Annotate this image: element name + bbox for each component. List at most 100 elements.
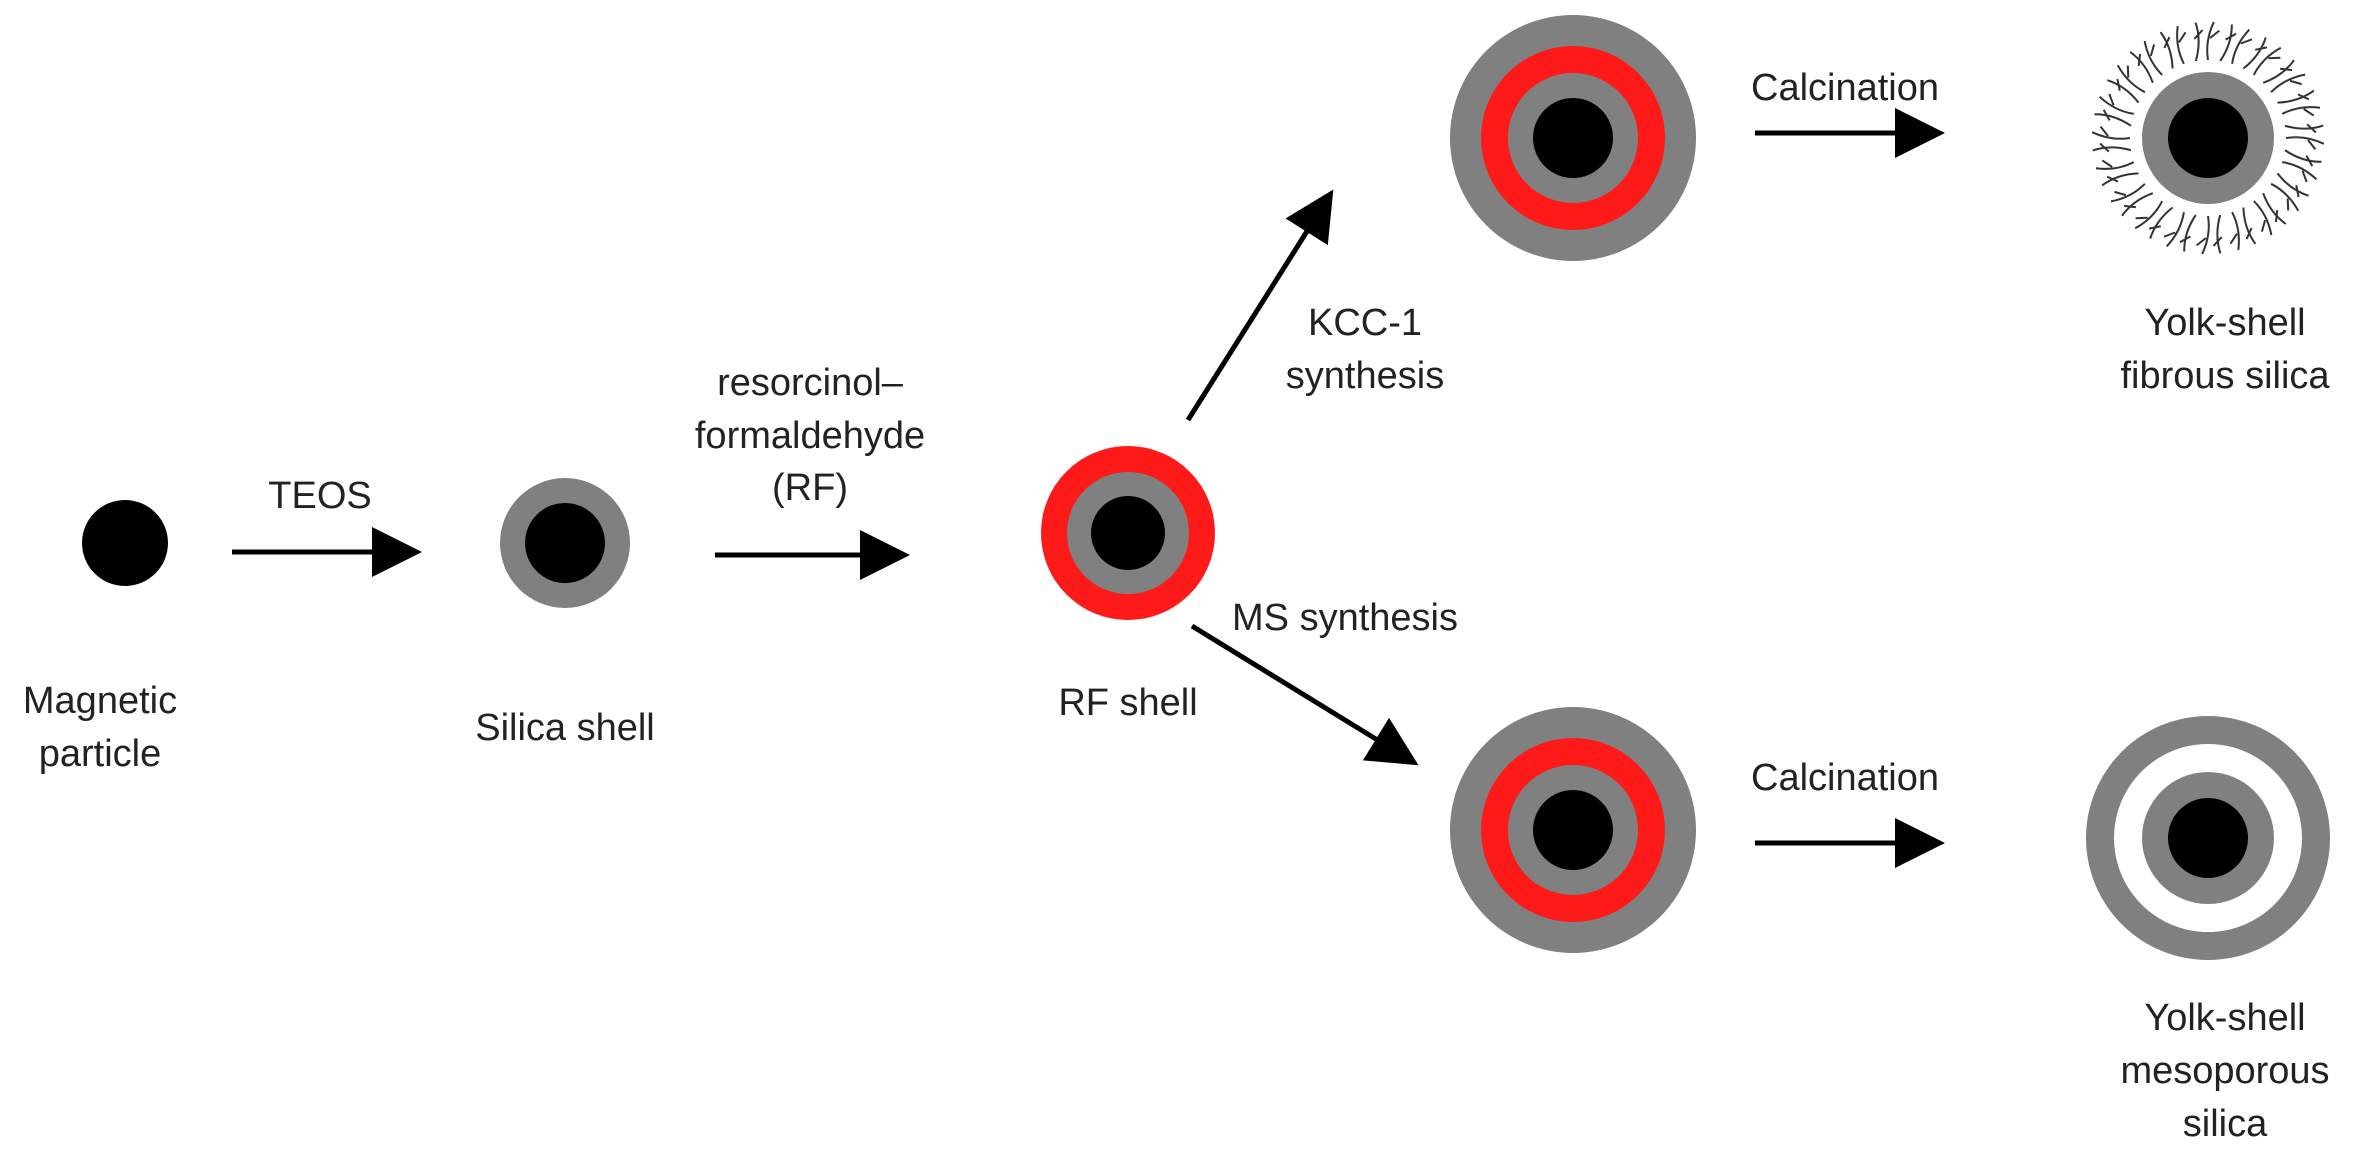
silica-fiber-branch	[2303, 108, 2315, 117]
magnetic-particle-line2: particle	[39, 733, 162, 775]
silica-fiber	[2129, 51, 2154, 84]
fibrous-silica-ring	[2091, 21, 2325, 255]
silica-fiber-branch	[2149, 44, 2156, 57]
rf-shell-label: RF shell	[1058, 682, 1197, 724]
ms-arrow	[1190, 623, 1419, 766]
silica-fiber	[2165, 212, 2185, 248]
silica-fiber	[2206, 21, 2215, 61]
silica-fiber-branch	[2163, 36, 2171, 49]
silica-fiber	[2262, 192, 2287, 225]
silica-fiber-branch	[2297, 93, 2310, 101]
silica-fiber	[2095, 161, 2135, 170]
silica-fiber	[2107, 79, 2140, 104]
magnetic-core	[1091, 496, 1165, 570]
silica-fiber	[2277, 89, 2315, 104]
kcc-arrow	[1185, 189, 1334, 422]
silica-fiber	[2231, 211, 2240, 251]
yolk-shell-mesoporous-particle	[2086, 716, 2330, 960]
silica-fiber-branch	[2307, 139, 2317, 151]
silica-shell-label: Silica shell	[475, 707, 655, 749]
silica-fiber	[2242, 37, 2267, 70]
silica-fiber	[2276, 172, 2309, 197]
silica-fiber-branch	[2116, 78, 2121, 92]
silica-fiber-branch	[2260, 219, 2267, 232]
fibrous-silica-line1: Yolk-shell	[2144, 302, 2305, 344]
silica-fiber-branch	[2108, 93, 2115, 106]
silica-fiber-branch	[2245, 227, 2253, 240]
magnetic-core	[1533, 98, 1613, 178]
silica-fiber-branch	[2240, 38, 2253, 45]
fibrous-silica-label: Yolk-shell fibrous silica	[2120, 302, 2330, 397]
rf-reagent-label: resorcinol– formaldehyde (RF)	[695, 362, 925, 509]
silica-fiber	[2092, 146, 2132, 152]
rf-reagent-line1: resorcinol–	[717, 362, 904, 404]
silica-fiber-branch	[2178, 31, 2187, 43]
silica-fiber-branch	[2135, 216, 2148, 220]
silica-fiber	[2098, 95, 2134, 115]
silica-fiber	[2149, 206, 2174, 239]
mesoporous-silica-line2: mesoporous	[2120, 1050, 2329, 1092]
mesoporous-silica-line3: silica	[2183, 1103, 2268, 1145]
silica-fiber-branch	[2163, 231, 2176, 238]
silica-fiber-branch	[2193, 29, 2204, 40]
magnetic-particle-line1: Magnetic	[23, 680, 177, 722]
silica-fiber	[2159, 31, 2174, 69]
silica-fiber-branch	[2268, 56, 2281, 60]
silica-fiber-branch	[2295, 184, 2300, 198]
kcc-synthesis-line1: KCC-1	[1308, 302, 1422, 344]
silica-fiber-branch	[2305, 155, 2314, 167]
magnetic-particle	[82, 500, 168, 586]
silica-fiber	[2183, 214, 2197, 252]
silica-fiber	[2216, 214, 2222, 254]
magnetic-particle-label: Magnetic particle	[23, 680, 177, 775]
silica-fiber-branch	[2099, 125, 2109, 137]
magnetic-core	[82, 500, 168, 586]
silica-fiber-branch	[2274, 209, 2279, 223]
silica-fiber	[2110, 183, 2146, 203]
fibrous-silica-line2: fibrous silica	[2120, 355, 2330, 397]
ms-synthesis-label: MS synthesis	[1232, 597, 1458, 639]
kcc-synthesis-label: KCC-1 synthesis	[1286, 302, 1444, 397]
silica-fiber-branch	[2306, 123, 2317, 134]
kcc-synthesis-line2: synthesis	[1286, 355, 1444, 397]
silica-fiber-branch	[2195, 237, 2207, 247]
silica-fiber	[2091, 131, 2131, 140]
silica-fiber	[2231, 28, 2251, 64]
teos-label: TEOS	[268, 475, 371, 517]
rf-reagent-line2: formaldehyde	[695, 415, 925, 457]
silica-fiber	[2242, 207, 2257, 245]
ms-intermediate-particle	[1450, 707, 1696, 953]
magnetic-core	[525, 503, 605, 583]
silica-fiber-branch	[2301, 170, 2308, 183]
silica-fiber	[2281, 106, 2321, 115]
silica-fiber	[2143, 40, 2163, 76]
silica-fiber-branch	[2279, 67, 2293, 72]
silica-fiber-branch	[2101, 159, 2113, 168]
rf-shell-particle	[1041, 446, 1215, 620]
calcination-bottom-label: Calcination	[1751, 757, 1939, 799]
silica-fiber	[2094, 113, 2132, 127]
silica-fiber	[2253, 200, 2273, 236]
silica-fiber	[2284, 149, 2322, 163]
mesoporous-silica-label: Yolk-shell mesoporous silica	[2120, 997, 2329, 1145]
kcc-intermediate-particle	[1450, 15, 1696, 261]
calcination-top-label: Calcination	[1751, 67, 1939, 109]
silica-fiber	[2176, 25, 2185, 65]
yolk-shell-fibrous-particle	[2091, 21, 2325, 255]
magnetic-core	[1533, 790, 1613, 870]
silica-fiber-branch	[2179, 235, 2191, 244]
silica-fiber-branch	[2114, 190, 2127, 197]
silica-fiber-branch	[2286, 198, 2290, 211]
silica-fiber-branch	[2102, 109, 2111, 121]
silica-fiber-branch	[2212, 236, 2223, 247]
silica-fiber	[2134, 200, 2164, 230]
silica-fiber-branch	[2229, 233, 2238, 245]
silica-fiber-branch	[2289, 79, 2302, 86]
silica-fiber	[2284, 124, 2324, 130]
mesoporous-silica-line1: Yolk-shell	[2144, 997, 2305, 1039]
silica-fiber	[2201, 215, 2210, 255]
silica-fiber-branch	[2225, 32, 2237, 41]
silica-fiber-branch	[2099, 142, 2110, 153]
silica-fiber	[2116, 64, 2146, 94]
